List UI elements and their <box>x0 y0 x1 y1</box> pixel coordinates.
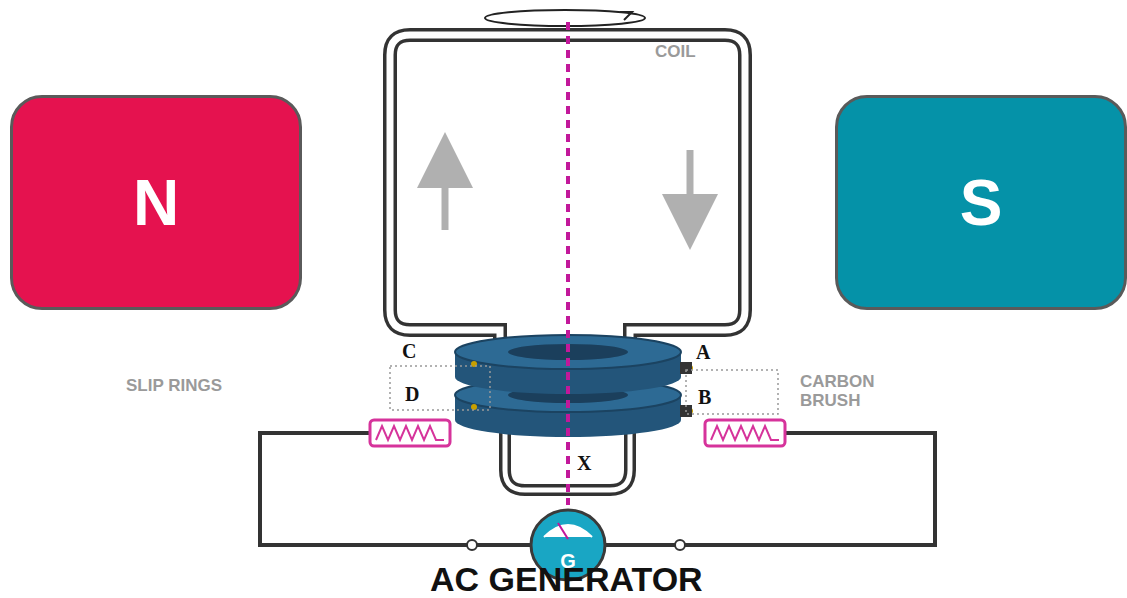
part-name: CARBON BRUSH <box>800 373 930 410</box>
part-name: COIL <box>655 42 696 62</box>
node-label: S <box>960 166 1003 240</box>
rotation-head <box>620 12 632 20</box>
resistor-symbol <box>370 420 450 446</box>
rotation-arrow <box>485 10 645 26</box>
point-letter: B <box>698 386 711 409</box>
current-arrow <box>687 150 694 222</box>
part-name: SLIP RINGS <box>126 376 222 396</box>
point-letter: X <box>575 452 593 475</box>
point-letter: D <box>405 383 419 406</box>
magnet-south: S <box>835 95 1127 310</box>
point-letter: C <box>402 340 416 363</box>
callout-box <box>686 370 778 414</box>
point-letter: A <box>696 341 710 364</box>
rotation-axis <box>566 22 570 505</box>
magnet-north: N <box>10 95 302 310</box>
terminal <box>467 540 477 550</box>
resistor-symbol <box>705 420 785 446</box>
diagram-title: AC GENERATOR <box>430 560 703 598</box>
current-arrow <box>442 160 449 230</box>
terminal <box>675 540 685 550</box>
contact-point <box>471 404 477 410</box>
callout-box <box>390 366 490 410</box>
carbon-brush <box>680 362 692 374</box>
node-label: N <box>133 166 179 240</box>
